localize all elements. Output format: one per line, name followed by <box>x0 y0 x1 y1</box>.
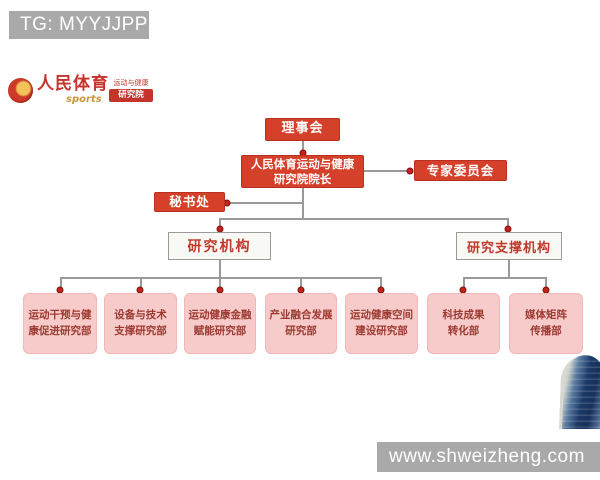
connector-line <box>380 277 382 289</box>
connector-line <box>219 218 508 220</box>
node-support-branch: 研究支撑机构 <box>456 232 562 260</box>
connector-line <box>226 202 303 204</box>
logo-brand-en: sports <box>66 94 102 105</box>
node-expert-committee-label: 专家委员会 <box>426 162 495 178</box>
connector-line <box>219 277 221 289</box>
connector-line <box>507 218 509 229</box>
logo-badge: 研究院 <box>109 89 153 102</box>
connector-line <box>140 277 142 289</box>
dept-label: 产业融合发展 研究部 <box>269 308 333 337</box>
connector-line <box>219 260 221 278</box>
connector-line <box>463 277 465 289</box>
connector-line <box>360 170 413 172</box>
website-watermark: www.shweizheng.com <box>377 442 600 472</box>
node-dept-space-construction: 运动健康空间 建设研究部 <box>345 293 418 354</box>
node-secretariat: 秘书处 <box>154 192 225 212</box>
building-photo <box>556 353 600 429</box>
node-dept-tech-transfer: 科技成果 转化部 <box>427 293 500 354</box>
node-dept-equipment-tech: 设备与技术 支撑研究部 <box>104 293 177 354</box>
people-sports-logo: 人民体育 sports 运动与健康 研究院 <box>8 74 153 110</box>
node-dept-health-promotion: 运动干预与健 康促进研究部 <box>23 293 97 354</box>
connector-dot <box>406 167 414 175</box>
node-president-label: 人民体育运动与健康 研究院院长 <box>250 157 355 186</box>
node-dept-industry-integration: 产业融合发展 研究部 <box>265 293 337 354</box>
node-president: 人民体育运动与健康 研究院院长 <box>241 155 364 188</box>
tg-watermark-banner: TG: MYYJJPP <box>9 11 149 39</box>
connector-line <box>302 141 304 155</box>
node-secretariat-label: 秘书处 <box>169 194 210 210</box>
dept-label: 运动健康空间 建设研究部 <box>350 308 413 337</box>
dept-label: 媒体矩阵 传播部 <box>525 308 567 337</box>
connector-line <box>463 277 546 279</box>
connector-line <box>508 260 510 278</box>
node-dept-media-matrix: 媒体矩阵 传播部 <box>509 293 583 354</box>
dept-label: 设备与技术 支撑研究部 <box>114 308 167 337</box>
website-watermark-text: www.shweizheng.com <box>389 446 585 467</box>
connector-line <box>219 218 221 229</box>
connector-line <box>300 277 302 289</box>
dept-label: 运动健康金融 赋能研究部 <box>188 308 252 337</box>
logo-tagline: 运动与健康 <box>113 79 149 87</box>
node-research-branch-label: 研究机构 <box>187 239 252 255</box>
dept-label: 运动干预与健 康促进研究部 <box>28 308 92 337</box>
logo-emblem-icon <box>8 78 33 103</box>
logo-brand-cn: 人民体育 <box>37 74 109 94</box>
connector-line <box>60 277 62 289</box>
tg-watermark-text: TG: MYYJJPP <box>20 14 148 35</box>
node-expert-committee: 专家委员会 <box>414 160 507 181</box>
building-shape <box>558 354 600 429</box>
node-board: 理事会 <box>265 118 340 141</box>
node-support-branch-label: 研究支撑机构 <box>466 240 551 256</box>
connector-line <box>60 277 382 279</box>
node-research-branch: 研究机构 <box>168 232 271 260</box>
logo-sub-block: 运动与健康 研究院 <box>109 79 153 102</box>
node-board-label: 理事会 <box>281 121 324 137</box>
node-dept-finance-empowerment: 运动健康金融 赋能研究部 <box>184 293 256 354</box>
connector-line <box>545 277 547 289</box>
dept-label: 科技成果 转化部 <box>442 308 485 337</box>
building-floors <box>561 354 600 429</box>
